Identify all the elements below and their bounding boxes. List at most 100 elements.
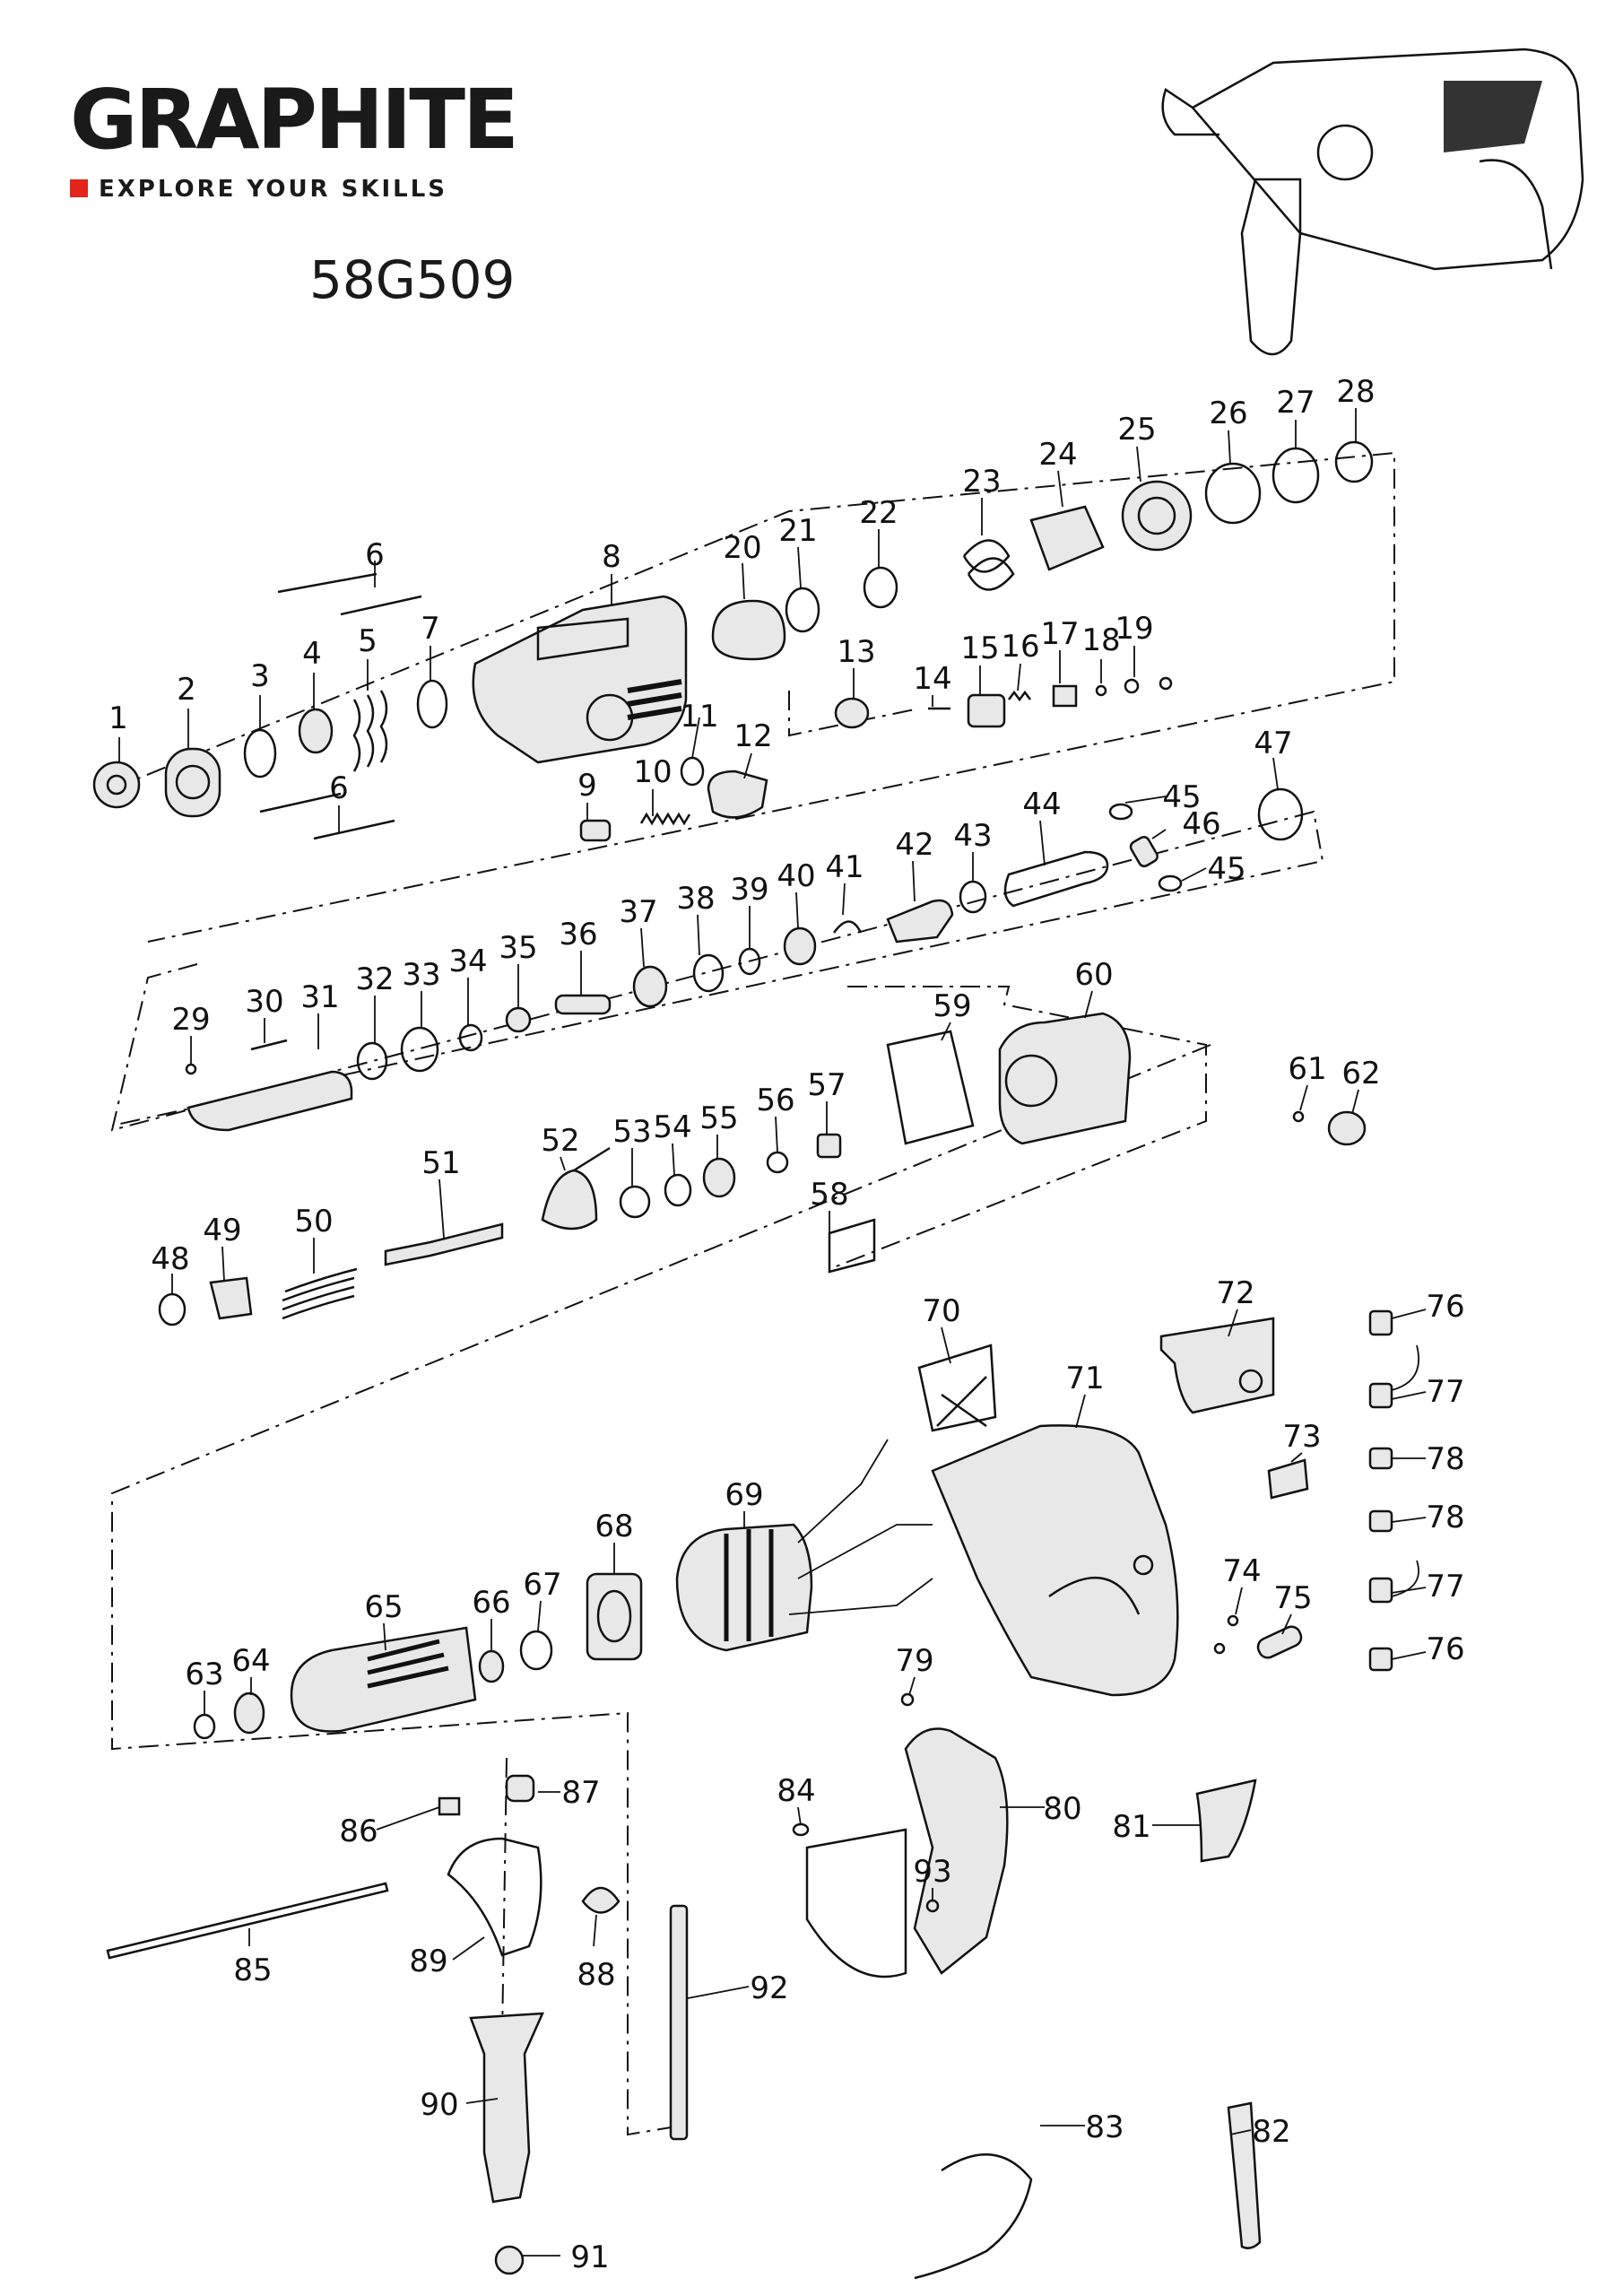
brand-red-square [70, 179, 88, 197]
brand-name: GRAPHITE [70, 72, 519, 168]
part-label-76b: 76 [1426, 1631, 1464, 1667]
part-label-92: 92 [750, 1970, 788, 2006]
part-label-9: 9 [577, 768, 597, 804]
part-label-70: 70 [922, 1293, 960, 1329]
part-label-32: 32 [355, 961, 394, 997]
part-label-31: 31 [300, 979, 339, 1015]
brand-tagline: EXPLORE YOUR SKILLS [99, 176, 448, 203]
part-label-80: 80 [1043, 1791, 1081, 1827]
product-thumbnail [1161, 48, 1584, 356]
part-label-29: 29 [171, 1002, 210, 1038]
part-label-28: 28 [1336, 374, 1375, 410]
part-label-3: 3 [250, 658, 270, 694]
part-label-37: 37 [619, 894, 657, 930]
part-label-67: 67 [523, 1567, 561, 1603]
part-label-6b: 6 [329, 770, 349, 806]
part-label-91: 91 [570, 2239, 609, 2275]
part-label-90: 90 [420, 2087, 458, 2123]
part-label-77b: 77 [1426, 1569, 1464, 1605]
part-label-14: 14 [913, 661, 951, 697]
part-label-36: 36 [559, 917, 597, 952]
part-label-19: 19 [1115, 611, 1153, 647]
part-label-24: 24 [1038, 437, 1077, 473]
part-label-62: 62 [1341, 1056, 1380, 1091]
part-label-81: 81 [1112, 1809, 1150, 1845]
part-label-68: 68 [595, 1509, 633, 1544]
part-label-87: 87 [561, 1775, 600, 1811]
part-label-26: 26 [1209, 396, 1247, 431]
part-label-49: 49 [203, 1213, 241, 1248]
part-label-55: 55 [699, 1100, 738, 1136]
part-label-27: 27 [1276, 385, 1315, 421]
part-label-34: 34 [448, 944, 487, 979]
part-label-45a: 45 [1162, 779, 1201, 815]
part-label-63: 63 [185, 1657, 223, 1692]
part-label-50: 50 [294, 1204, 333, 1239]
part-label-66: 66 [472, 1585, 510, 1621]
part-label-59: 59 [933, 988, 971, 1024]
part-label-13: 13 [837, 634, 875, 670]
part-label-35: 35 [499, 930, 537, 966]
part-label-12: 12 [733, 718, 772, 754]
part-label-78b: 78 [1426, 1500, 1464, 1535]
part-label-72: 72 [1216, 1275, 1254, 1311]
part-label-17: 17 [1040, 616, 1079, 652]
part-label-85: 85 [233, 1952, 272, 1988]
part-label-40: 40 [777, 858, 815, 894]
part-label-20: 20 [723, 530, 761, 566]
part-label-25: 25 [1117, 412, 1156, 448]
brand-tagline-row: EXPLORE YOUR SKILLS [70, 176, 447, 203]
part-label-58: 58 [810, 1177, 848, 1213]
part-label-47: 47 [1254, 726, 1292, 761]
part-label-15: 15 [960, 631, 999, 666]
part-label-74: 74 [1222, 1553, 1261, 1589]
part-label-93: 93 [913, 1854, 951, 1890]
part-label-86: 86 [339, 1813, 378, 1849]
part-label-1: 1 [108, 700, 128, 736]
model-number: 58G509 [309, 249, 516, 310]
part-label-83: 83 [1085, 2109, 1124, 2145]
part-label-23: 23 [962, 464, 1001, 500]
leader-lines [118, 408, 1427, 2257]
part-label-51: 51 [421, 1145, 460, 1181]
part-label-11: 11 [680, 699, 718, 735]
part-label-6a: 6 [365, 537, 385, 573]
part-label-4: 4 [302, 636, 322, 672]
part-label-88: 88 [577, 1957, 615, 1993]
part-label-5: 5 [358, 623, 378, 659]
part-label-42: 42 [895, 827, 933, 863]
part-label-79: 79 [895, 1643, 933, 1679]
part-label-69: 69 [725, 1477, 763, 1513]
part-label-16: 16 [1001, 629, 1039, 665]
part-label-65: 65 [364, 1589, 403, 1625]
part-label-43: 43 [953, 818, 992, 854]
part-label-10: 10 [633, 754, 672, 790]
part-label-46: 46 [1182, 806, 1220, 842]
part-label-38: 38 [676, 881, 715, 917]
part-label-89: 89 [409, 1944, 447, 1979]
part-label-33: 33 [402, 957, 440, 993]
part-label-56: 56 [756, 1083, 794, 1118]
part-label-57: 57 [807, 1067, 846, 1103]
part-label-18: 18 [1081, 622, 1120, 658]
part-label-77a: 77 [1426, 1374, 1464, 1410]
part-label-73: 73 [1282, 1419, 1321, 1455]
part-label-52: 52 [541, 1123, 579, 1159]
part-label-82: 82 [1252, 2114, 1290, 2150]
part-label-78a: 78 [1426, 1441, 1464, 1477]
part-label-54: 54 [653, 1109, 691, 1145]
part-label-44: 44 [1022, 787, 1061, 822]
part-label-8: 8 [602, 539, 621, 575]
part-label-64: 64 [231, 1643, 270, 1679]
part-label-60: 60 [1074, 957, 1113, 993]
part-label-21: 21 [778, 513, 817, 549]
parts [92, 440, 1419, 2280]
part-label-53: 53 [612, 1114, 651, 1150]
part-label-39: 39 [730, 872, 768, 908]
brand-logo: GRAPHITE EXPLORE YOUR SKILLS [70, 79, 536, 213]
part-label-48: 48 [151, 1241, 189, 1277]
part-label-30: 30 [245, 984, 283, 1020]
part-label-41: 41 [825, 849, 864, 885]
part-label-7: 7 [421, 611, 440, 647]
